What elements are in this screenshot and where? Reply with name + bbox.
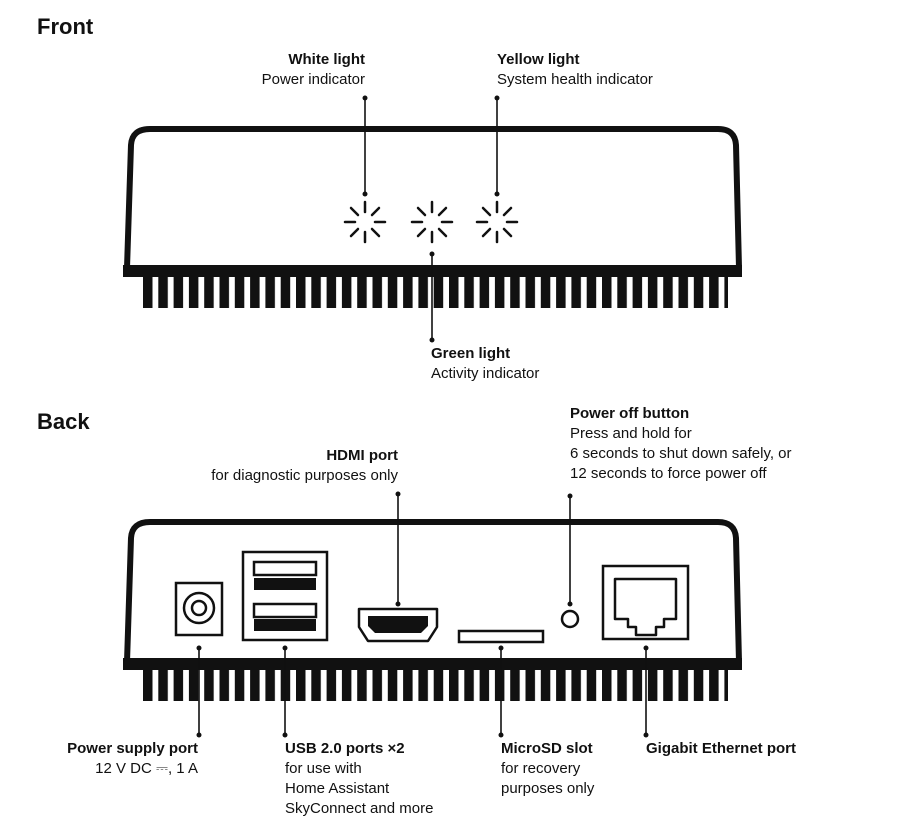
back-heatsink-fins <box>143 670 728 701</box>
microsd-slot-title: MicroSD slot <box>501 740 593 757</box>
back-heading: Back <box>37 409 90 434</box>
microsd-slot-icon <box>457 629 545 644</box>
power-supply-port-desc: 12 V DC ⎓, 1 A <box>95 760 198 777</box>
green-light-callout: Green light Activity indicator <box>431 344 539 384</box>
hdmi-port-title: HDMI port <box>326 447 398 464</box>
usb-ports-desc: for use with Home Assistant SkyConnect a… <box>285 760 434 817</box>
power-off-button-title: Power off button <box>570 405 690 422</box>
usb-ports-icon <box>241 550 329 642</box>
back-device <box>123 491 742 738</box>
power-supply-port-callout: Power supply port 12 V DC ⎓, 1 A <box>67 739 198 779</box>
green-light-icon <box>410 200 454 244</box>
power-supply-port-title: Power supply port <box>67 740 198 757</box>
front-heading: Front <box>37 14 94 39</box>
front-enclosure <box>124 126 742 269</box>
power-off-button-desc: Press and hold for 6 seconds to shut dow… <box>570 425 792 482</box>
front-device <box>123 95 742 343</box>
ethernet-port-callout: Gigabit Ethernet port <box>646 739 796 759</box>
white-light-callout: White light Power indicator <box>262 50 365 90</box>
hdmi-port-desc: for diagnostic purposes only <box>211 467 398 484</box>
front-heatsink-fins <box>143 277 728 308</box>
yellow-light-desc: System health indicator <box>497 71 653 88</box>
white-light-title: White light <box>288 51 365 68</box>
usb-ports-title: USB 2.0 ports ×2 <box>285 740 405 757</box>
white-light-desc: Power indicator <box>261 71 365 88</box>
power-off-button-icon <box>560 609 580 629</box>
microsd-slot-desc: for recovery purposes only <box>501 760 595 797</box>
green-light-desc: Activity indicator <box>431 365 540 382</box>
hdmi-port-callout: HDMI port for diagnostic purposes only <box>211 446 398 486</box>
power-off-button-callout: Power off button Press and hold for 6 se… <box>570 404 792 484</box>
back-base-band <box>123 658 742 670</box>
hdmi-port-icon <box>357 607 439 643</box>
usb-ports-callout: USB 2.0 ports ×2 for use with Home Assis… <box>285 739 433 819</box>
microsd-slot-callout: MicroSD slot for recovery purposes only <box>501 739 594 799</box>
ethernet-port-icon <box>601 564 690 641</box>
white-light-icon <box>343 200 387 244</box>
back-enclosure <box>124 519 742 663</box>
yellow-light-icon <box>475 200 519 244</box>
green-light-title: Green light <box>431 345 511 362</box>
yellow-light-title: Yellow light <box>497 51 580 68</box>
power-supply-port-icon <box>174 581 224 637</box>
ethernet-port-title: Gigabit Ethernet port <box>646 740 796 757</box>
yellow-light-callout: Yellow light System health indicator <box>497 50 653 90</box>
